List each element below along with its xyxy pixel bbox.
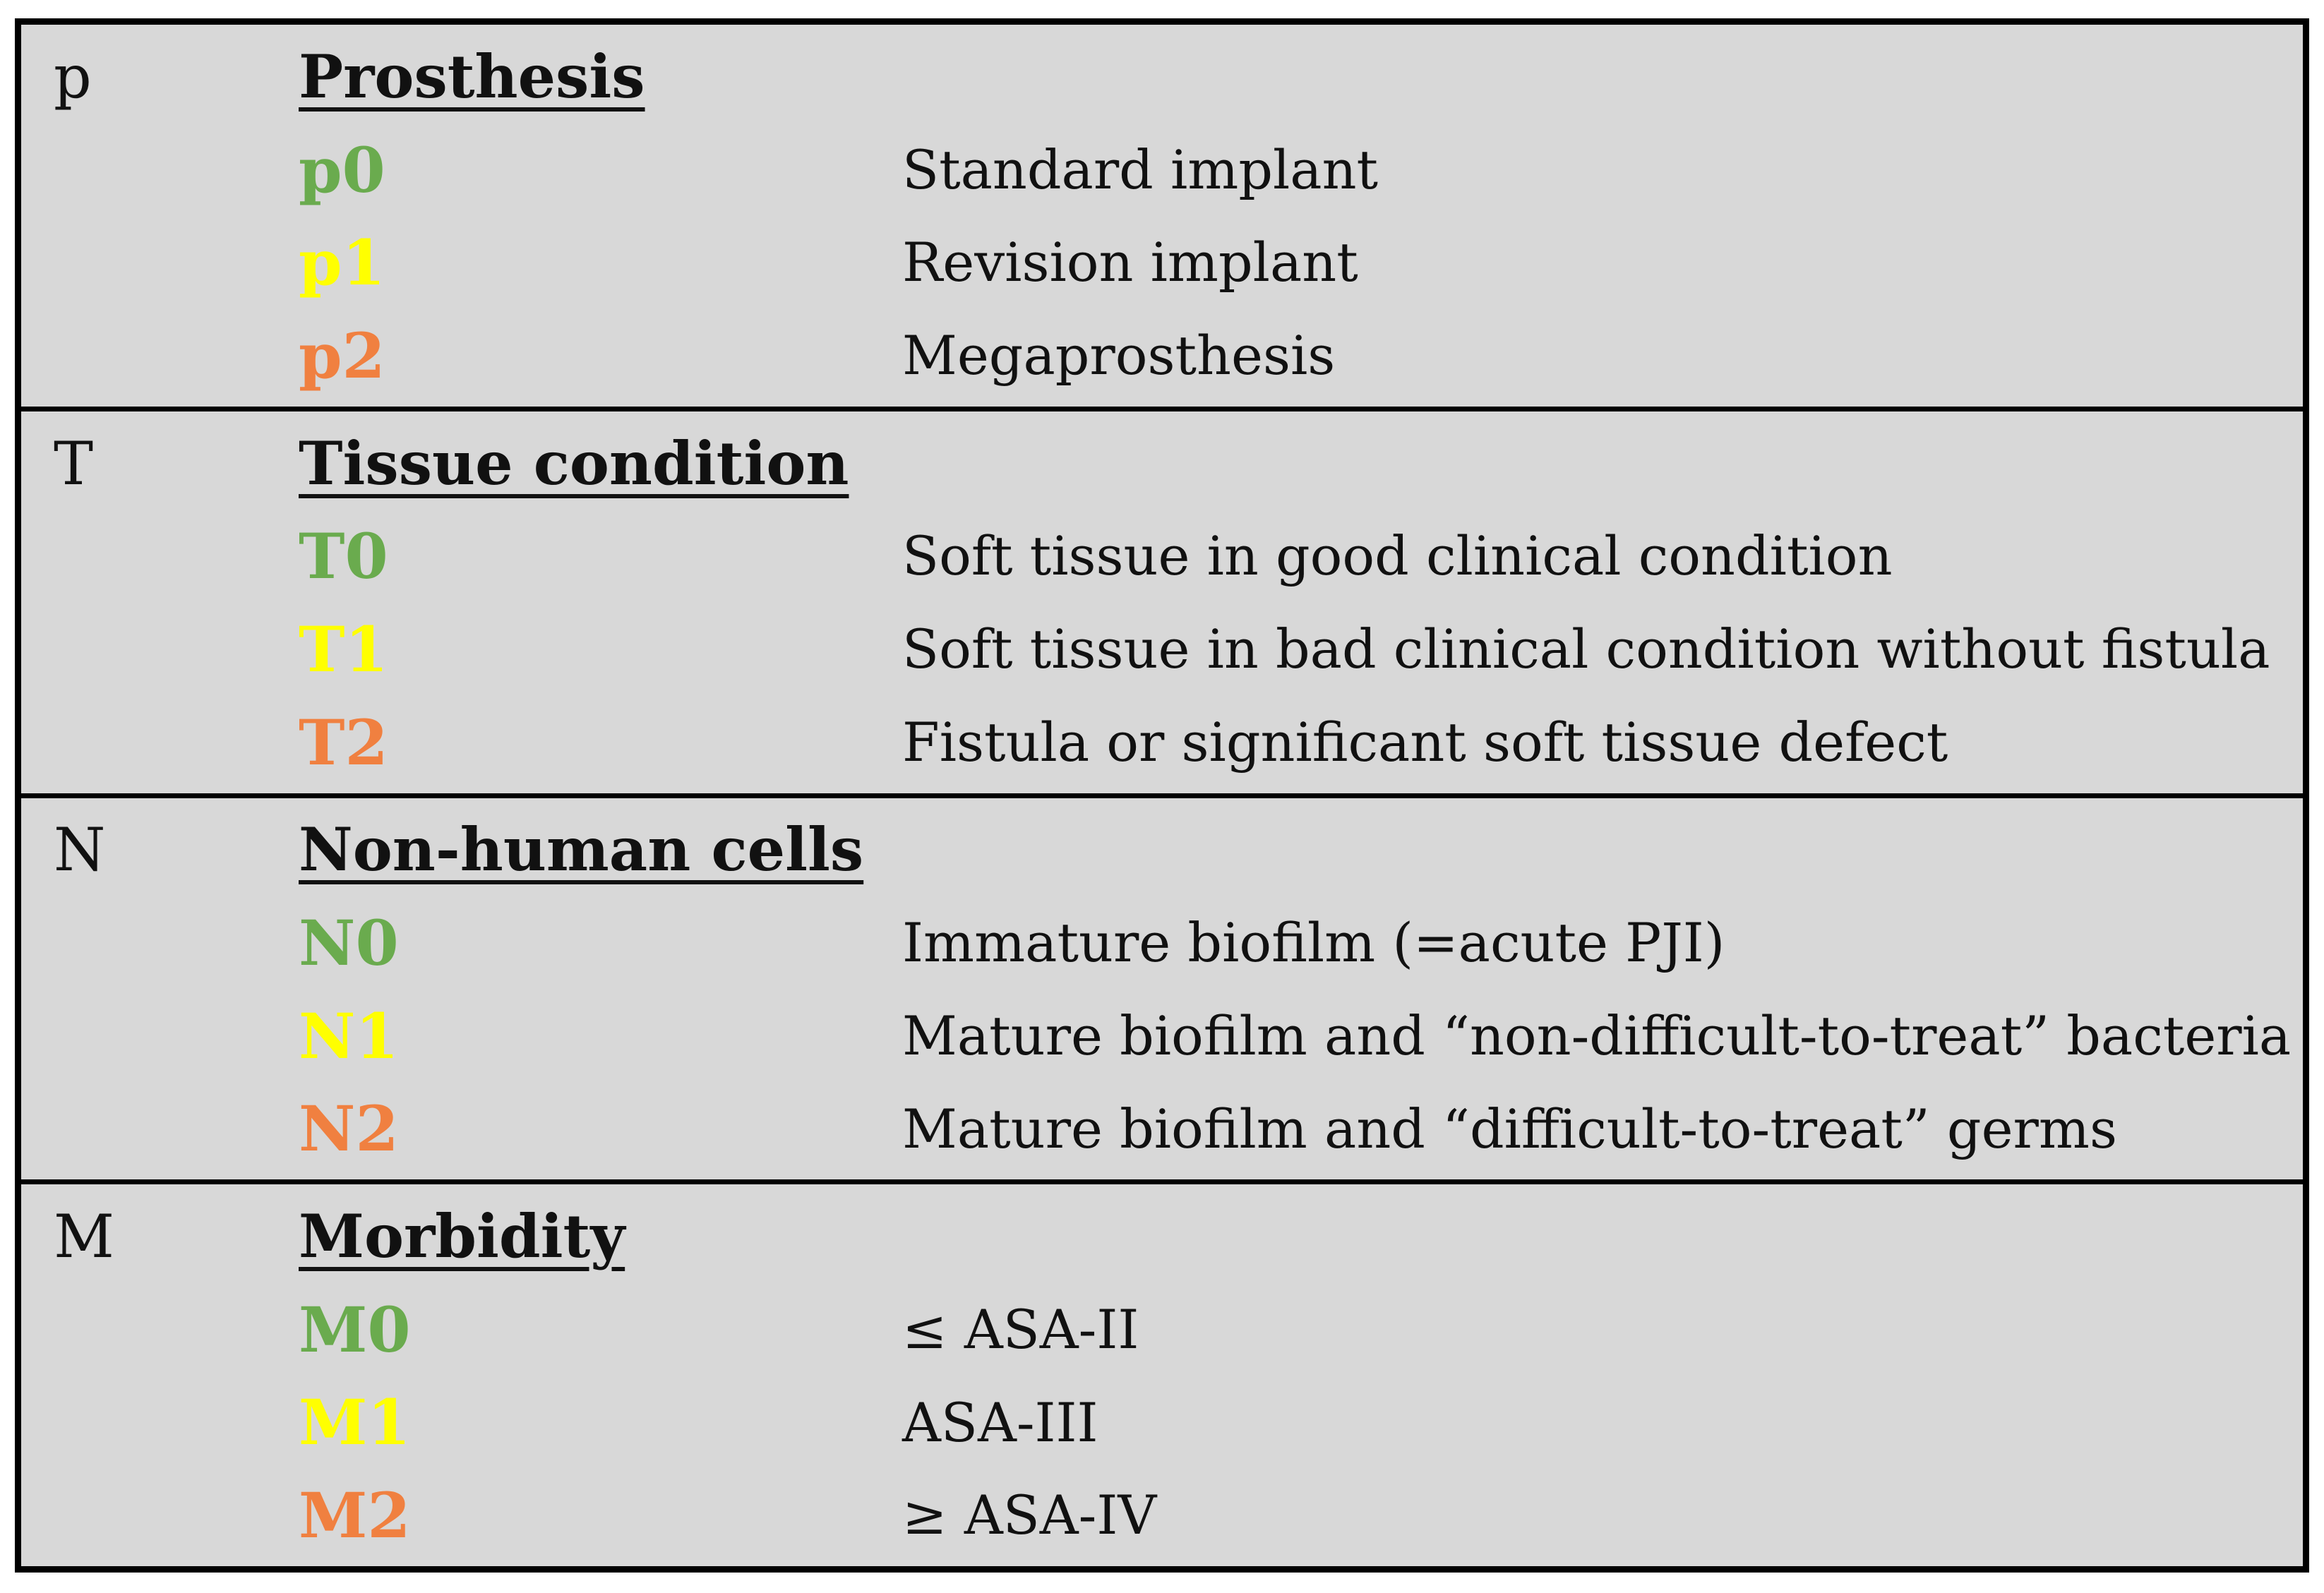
section-letter: N (54, 815, 106, 885)
table-row: T0 Soft tissue in good clinical conditio… (21, 510, 2303, 603)
section-header-row: p Prosthesis (21, 30, 2303, 124)
description-p1: Revision implant (902, 231, 1358, 294)
table-row: p2 Megaprosthesis (21, 309, 2303, 402)
description-p2: Megaprosthesis (902, 324, 1336, 387)
code-m0: M0 (299, 1292, 411, 1366)
description-n2: Mature biofilm and “difficult-to-treat” … (902, 1097, 2117, 1160)
description-m2: ≥ ASA-IV (902, 1484, 1157, 1547)
code-t0: T0 (299, 519, 388, 594)
section-prosthesis: p Prosthesis p0 Standard implant p1 Revi… (21, 25, 2303, 407)
table-row: T2 Fistula or significant soft tissue de… (21, 696, 2303, 789)
code-m2: M2 (299, 1479, 411, 1553)
description-t1: Soft tissue in bad clinical condition wi… (902, 618, 2270, 681)
description-t2: Fistula or significant soft tissue defec… (902, 710, 1948, 774)
section-title: Morbidity (299, 1201, 625, 1272)
table-row: p1 Revision implant (21, 216, 2303, 309)
section-title: Prosthesis (299, 41, 645, 112)
table-row: p0 Standard implant (21, 124, 2303, 217)
code-m1: M1 (299, 1385, 411, 1460)
section-title: Tissue condition (299, 428, 849, 498)
table-row: M2 ≥ ASA-IV (21, 1469, 2303, 1562)
code-p2: p2 (299, 318, 385, 392)
code-t2: T2 (299, 705, 388, 779)
description-m1: ASA-III (902, 1390, 1098, 1454)
table-row: M1 ASA-III (21, 1376, 2303, 1469)
section-morbidity: M Morbidity M0 ≤ ASA-II M1 ASA-III M2 ≥ … (21, 1179, 2303, 1566)
description-m0: ≤ ASA-II (902, 1297, 1139, 1361)
section-title: Non-human cells (299, 814, 864, 885)
description-t0: Soft tissue in good clinical condition (902, 524, 1893, 588)
code-n2: N2 (299, 1092, 399, 1166)
section-tissue-condition: T Tissue condition T0 Soft tissue in goo… (21, 406, 2303, 793)
section-letter: T (54, 428, 94, 498)
section-header-row: N Non-human cells (21, 804, 2303, 897)
table-row: M0 ≤ ASA-II (21, 1283, 2303, 1376)
code-p0: p0 (299, 133, 385, 207)
section-header-row: T Tissue condition (21, 417, 2303, 510)
description-p0: Standard implant (902, 138, 1379, 201)
section-letter: M (54, 1202, 115, 1272)
ptnm-classification-table: p Prosthesis p0 Standard implant p1 Revi… (15, 18, 2309, 1573)
table-row: N2 Mature biofilm and “difficult-to-trea… (21, 1083, 2303, 1176)
code-n1: N1 (299, 999, 399, 1073)
table-row: N1 Mature biofilm and “non-difficult-to-… (21, 990, 2303, 1083)
code-n0: N0 (299, 906, 399, 980)
section-non-human-cells: N Non-human cells N0 Immature biofilm (=… (21, 793, 2303, 1180)
table-row: N0 Immature biofilm (=acute PJI) (21, 896, 2303, 990)
code-p1: p1 (299, 226, 385, 300)
description-n0: Immature biofilm (=acute PJI) (902, 911, 1725, 975)
description-n1: Mature biofilm and “non-difficult-to-tre… (902, 1004, 2292, 1067)
code-t1: T1 (299, 612, 388, 686)
table-row: T1 Soft tissue in bad clinical condition… (21, 603, 2303, 696)
section-header-row: M Morbidity (21, 1190, 2303, 1283)
section-letter: p (54, 42, 92, 112)
